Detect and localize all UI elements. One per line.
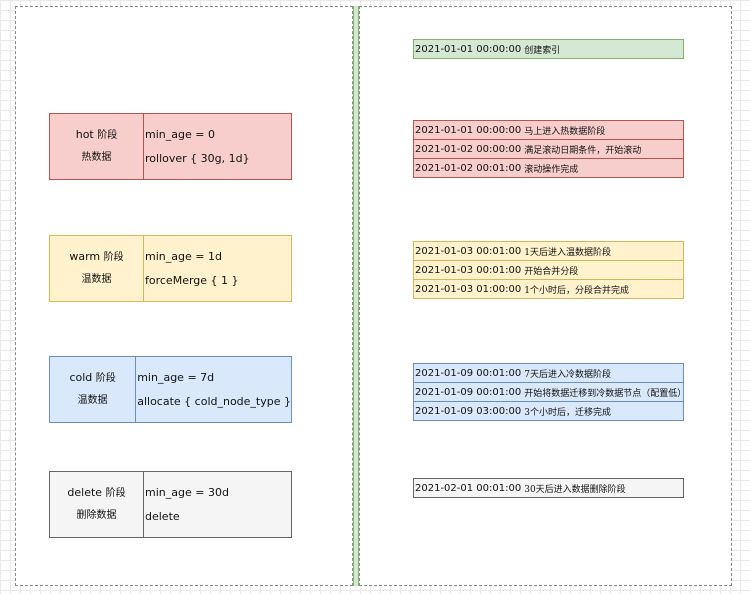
event-text: 30天后进入数据删除阶段 bbox=[524, 484, 626, 495]
event-time: 2021-01-03 00:01:00 bbox=[415, 264, 522, 276]
phase-suffix: 阶段 bbox=[103, 252, 124, 263]
phase-config-action: allocate { cold_node_type } bbox=[137, 394, 291, 408]
phase-config-cell: min_age = 30d delete bbox=[144, 472, 291, 537]
event-text: 创建索引 bbox=[524, 45, 561, 56]
event-text: 1天后进入温数据阶段 bbox=[524, 247, 611, 258]
event-time: 2021-01-01 00:00:00 bbox=[415, 43, 522, 55]
event-time: 2021-01-09 00:01:00 bbox=[415, 386, 522, 398]
phase-name-cell: warm 阶段 温数据 bbox=[50, 236, 144, 301]
event-time: 2021-01-03 01:00:00 bbox=[415, 283, 522, 295]
phase-config-action: rollover { 30g, 1d} bbox=[145, 151, 250, 165]
event-text: 3个小时后，迁移完成 bbox=[524, 407, 611, 418]
phase-label: 热数据 bbox=[81, 152, 112, 163]
phase-box-cold: cold 阶段 温数据 min_age = 7d allocate { cold… bbox=[49, 356, 292, 423]
event-text: 开始将数据迁移到冷数据节点（配置低） bbox=[524, 388, 684, 399]
phase-config-min-age: min_age = 0 bbox=[145, 127, 215, 141]
event-text: 马上进入热数据阶段 bbox=[524, 126, 606, 137]
phase-name: hot bbox=[75, 128, 94, 141]
event-time: 2021-01-02 00:01:00 bbox=[415, 162, 522, 174]
phase-config-action: delete bbox=[145, 509, 180, 523]
panel-divider bbox=[353, 6, 359, 586]
phase-box-warm: warm 阶段 温数据 min_age = 1d forceMerge { 1 … bbox=[49, 235, 292, 302]
event-time: 2021-01-03 00:01:00 bbox=[415, 245, 522, 257]
event-time: 2021-01-09 03:00:00 bbox=[415, 405, 522, 417]
phase-config-min-age: min_age = 1d bbox=[145, 249, 222, 263]
event-time: 2021-02-01 00:01:00 bbox=[415, 482, 522, 494]
phase-box-hot: hot 阶段 热数据 min_age = 0 rollover { 30g, 1… bbox=[49, 113, 292, 180]
phase-suffix: 阶段 bbox=[95, 373, 116, 384]
event-text: 1个小时后，分段合并完成 bbox=[524, 285, 629, 296]
event-text: 7天后进入冷数据阶段 bbox=[524, 369, 611, 380]
phase-name: cold bbox=[69, 371, 93, 384]
phase-label: 温数据 bbox=[77, 395, 108, 406]
phase-suffix: 阶段 bbox=[105, 488, 126, 499]
event-time: 2021-01-01 00:00:00 bbox=[415, 124, 522, 136]
phase-box-delete: delete 阶段 删除数据 min_age = 30d delete bbox=[49, 471, 292, 538]
event-time: 2021-01-09 00:01:00 bbox=[415, 367, 522, 379]
phase-suffix: 阶段 bbox=[97, 130, 118, 141]
event-time: 2021-01-02 00:00:00 bbox=[415, 143, 522, 155]
event-text: 开始合并分段 bbox=[524, 266, 579, 277]
phase-name: warm bbox=[69, 250, 101, 263]
phase-name: delete bbox=[67, 486, 103, 499]
phase-name-cell: cold 阶段 温数据 bbox=[50, 357, 137, 422]
phase-name-cell: delete 阶段 删除数据 bbox=[50, 472, 144, 537]
event-text: 滚动操作完成 bbox=[524, 164, 579, 175]
phase-config-cell: min_age = 0 rollover { 30g, 1d} bbox=[144, 114, 291, 179]
phase-config-min-age: min_age = 7d bbox=[137, 370, 215, 384]
phase-config-cell: min_age = 1d forceMerge { 1 } bbox=[144, 236, 291, 301]
phase-name-cell: hot 阶段 热数据 bbox=[50, 114, 144, 179]
phase-label: 删除数据 bbox=[76, 510, 117, 521]
phase-config-cell: min_age = 7d allocate { cold_node_type } bbox=[136, 357, 291, 422]
phase-config-min-age: min_age = 30d bbox=[145, 485, 229, 499]
phase-label: 温数据 bbox=[81, 274, 112, 285]
event-text: 满足滚动日期条件，开始滚动 bbox=[524, 145, 642, 156]
phase-config-action: forceMerge { 1 } bbox=[145, 273, 239, 287]
